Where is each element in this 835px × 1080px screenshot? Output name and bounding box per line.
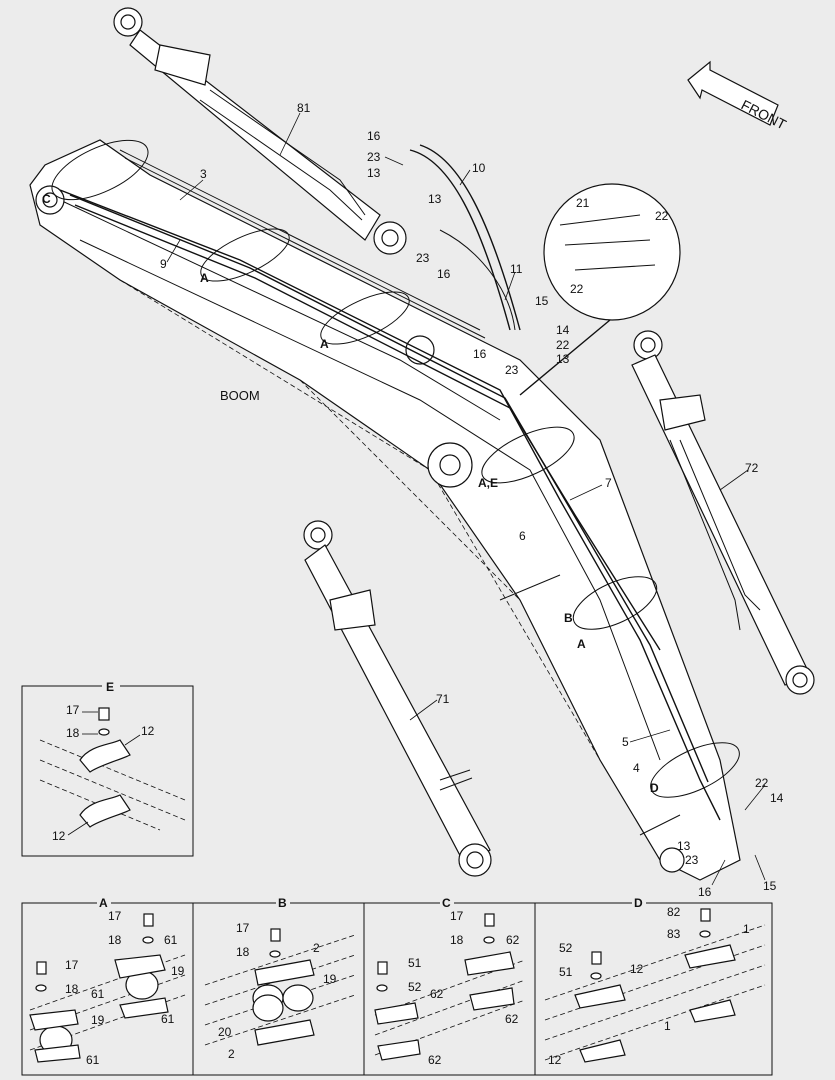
detail-c-62-c: 62 — [430, 987, 444, 1001]
detail-d-83: 83 — [667, 927, 681, 941]
bucket-cylinder-72 — [631, 330, 815, 695]
callout-13-d: 13 — [677, 839, 691, 853]
detail-a-17-b: 17 — [65, 958, 79, 972]
detail-b-20: 20 — [218, 1025, 232, 1039]
callout-b: B — [564, 611, 573, 625]
detail-d-1-b: 1 — [664, 1019, 671, 1033]
callout-72: 72 — [745, 461, 759, 475]
callout-23-b: 23 — [416, 251, 430, 265]
callout-23-d: 23 — [685, 853, 699, 867]
callout-16-a: 16 — [367, 129, 381, 143]
detail-a-19-b: 19 — [91, 1013, 105, 1027]
callout-11: 11 — [510, 262, 523, 276]
detail-e-18: 18 — [66, 726, 80, 740]
callout-22-d: 22 — [755, 776, 769, 790]
callout-9: 9 — [160, 257, 167, 271]
main-callouts: 81 3 9 A A C 16 23 13 10 13 23 16 11 15 … — [42, 101, 784, 899]
callout-4: 4 — [633, 761, 640, 775]
callout-22-c: 22 — [570, 282, 584, 296]
detail-c-title: C — [442, 896, 451, 910]
callout-16-c: 16 — [473, 347, 487, 361]
detail-e-panel: E 17 18 12 12 — [21, 679, 194, 857]
detail-e-12-b: 12 — [52, 829, 66, 843]
callout-10: 10 — [472, 161, 486, 175]
detail-c-panel: C 17 18 62 62 51 52 62 62 — [374, 896, 526, 1067]
detail-d-82: 82 — [667, 905, 681, 919]
callout-13-b: 13 — [428, 192, 442, 206]
boom-cylinder-71 — [303, 520, 492, 877]
detail-a-19-a: 19 — [171, 964, 185, 978]
detail-c-62-a: 62 — [506, 933, 520, 947]
detail-c-52: 52 — [408, 980, 422, 994]
boom-label: BOOM — [220, 388, 260, 403]
callout-13-c: 13 — [556, 352, 570, 366]
callout-21: 21 — [576, 196, 590, 210]
detail-a-18-b: 18 — [65, 982, 79, 996]
callout-15-b: 15 — [763, 879, 777, 893]
detail-b-panel: B 17 18 2 19 20 2 — [204, 896, 356, 1061]
callout-a-1: A — [200, 271, 209, 285]
detail-e-12-a: 12 — [141, 724, 155, 738]
detail-b-18: 18 — [236, 945, 250, 959]
callout-22-b: 22 — [655, 209, 669, 223]
detail-b-title: B — [278, 896, 287, 910]
callout-13-a: 13 — [367, 166, 381, 180]
detail-a-title: A — [99, 896, 108, 910]
callout-15: 15 — [535, 294, 549, 308]
callout-a-2: A — [320, 337, 329, 351]
front-arrow: FRONT — [687, 60, 789, 133]
callout-81: 81 — [297, 101, 311, 115]
callout-16-d: 16 — [698, 885, 712, 899]
detail-e-17: 17 — [66, 703, 80, 717]
detail-d-51: 51 — [559, 965, 573, 979]
callout-14-b: 14 — [770, 791, 784, 805]
detail-b-2-b: 2 — [228, 1047, 235, 1061]
callout-6: 6 — [519, 529, 526, 543]
boom-body — [29, 139, 741, 881]
detail-c-62-b: 62 — [505, 1012, 519, 1026]
callout-16-b: 16 — [437, 267, 451, 281]
detail-c-17: 17 — [450, 909, 464, 923]
detail-d-12-b: 12 — [548, 1053, 562, 1067]
detail-d-title: D — [634, 896, 643, 910]
arm-cylinder-81 — [113, 7, 407, 255]
detail-a-panel: A 17 18 61 19 61 17 18 61 19 61 — [29, 896, 186, 1067]
callout-c: C — [42, 192, 51, 206]
callout-3: 3 — [200, 167, 207, 181]
detail-a-61-d: 61 — [86, 1053, 100, 1067]
detail-a-61-a: 61 — [164, 933, 178, 947]
detail-a-18-a: 18 — [108, 933, 122, 947]
detail-c-62-d: 62 — [428, 1053, 442, 1067]
callout-7: 7 — [605, 476, 612, 490]
detail-d-12-a: 12 — [630, 962, 644, 976]
callout-22: 22 — [556, 338, 570, 352]
callout-5: 5 — [622, 735, 629, 749]
detail-c-18: 18 — [450, 933, 464, 947]
callout-23-c: 23 — [505, 363, 519, 377]
detail-d-1-a: 1 — [743, 922, 750, 936]
detail-d-52: 52 — [559, 941, 573, 955]
detail-b-17: 17 — [236, 921, 250, 935]
callout-23-a: 23 — [367, 150, 381, 164]
detail-a-17-a: 17 — [108, 909, 122, 923]
callout-d: D — [650, 781, 659, 795]
detail-callout-ellipses — [51, 139, 740, 798]
detail-d-panel: D 82 83 1 52 51 12 1 12 — [544, 896, 766, 1067]
detail-a-61-c: 61 — [91, 987, 105, 1001]
callout-14: 14 — [556, 323, 570, 337]
detail-b-2-a: 2 — [313, 941, 320, 955]
callout-71: 71 — [436, 692, 450, 706]
hose-lines — [59, 144, 721, 821]
detail-e-title: E — [106, 680, 114, 694]
callout-a-e: A,E — [478, 476, 498, 490]
detail-b-19: 19 — [323, 972, 337, 986]
detail-a-61-b: 61 — [161, 1012, 175, 1026]
detail-c-51: 51 — [408, 956, 422, 970]
callout-a-3: A — [577, 637, 586, 651]
